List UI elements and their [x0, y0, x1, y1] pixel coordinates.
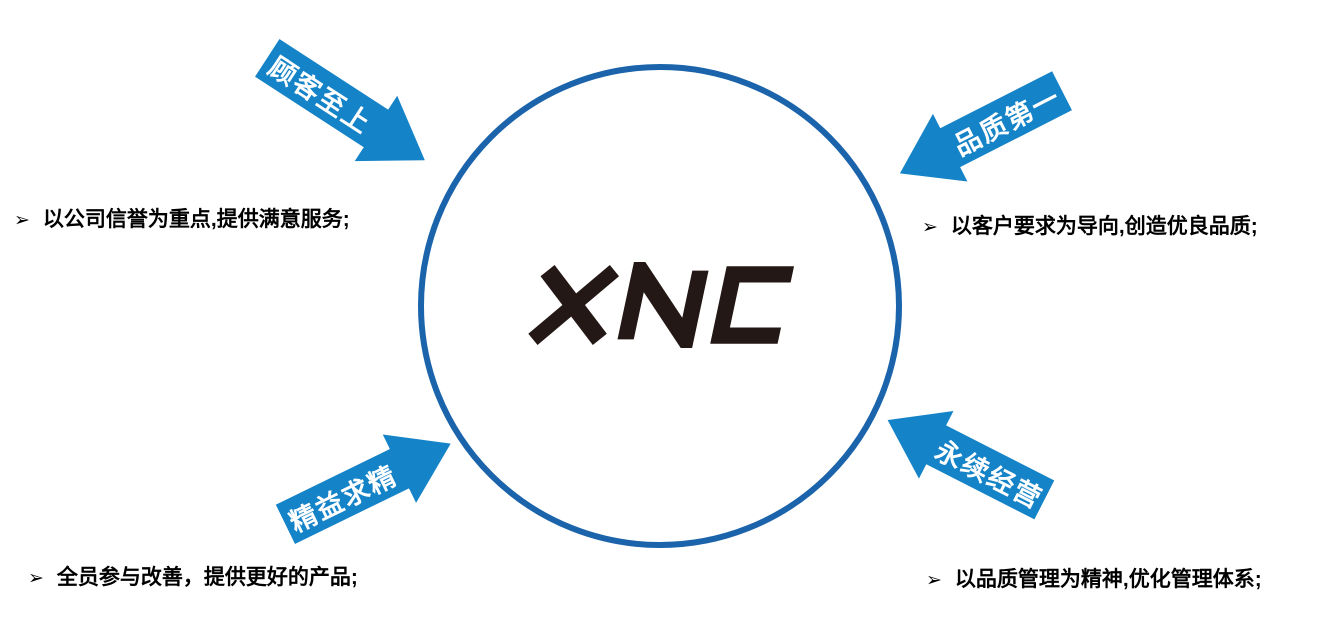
bullet-item: ➢ 以公司信誉为重点,提供满意服务; — [14, 203, 350, 233]
bullet-text: 全员参与改善，提供更好的产品; — [56, 566, 358, 589]
arrowhead-bullet-icon: ➢ — [926, 570, 942, 591]
bullet-text: 以公司信誉为重点,提供满意服务; — [42, 208, 350, 231]
bullet-item: ➢ 全员参与改善，提供更好的产品; — [28, 561, 358, 591]
arrow-bottom-right: 永续经营 — [870, 386, 1061, 534]
arrow-top-right: 品质第一 — [883, 57, 1080, 207]
xnc-logo: XNC — [520, 248, 810, 362]
bullet-text: 以品质管理为精神,优化管理体系; — [954, 568, 1262, 591]
arrowhead-bullet-icon: ➢ — [28, 568, 44, 589]
bullet-text: 以客户要求为导向,创造优良品质; — [950, 215, 1258, 238]
bullet-item: ➢ 以品质管理为精神,优化管理体系; — [926, 563, 1262, 593]
arrow-bottom-left: 精益求精 — [269, 410, 468, 559]
arrowhead-bullet-icon: ➢ — [14, 210, 30, 231]
xnc-logo-icon — [528, 248, 795, 362]
block-arrow-icon — [275, 434, 451, 544]
arrow-top-left: 顾客至上 — [246, 25, 446, 193]
block-arrow-icon — [899, 71, 1073, 182]
block-arrow-icon — [887, 410, 1055, 520]
bullet-item: ➢ 以客户要求为导向,创造优良品质; — [922, 210, 1258, 240]
arrowhead-bullet-icon: ➢ — [922, 217, 938, 238]
block-arrow-icon — [254, 38, 425, 162]
